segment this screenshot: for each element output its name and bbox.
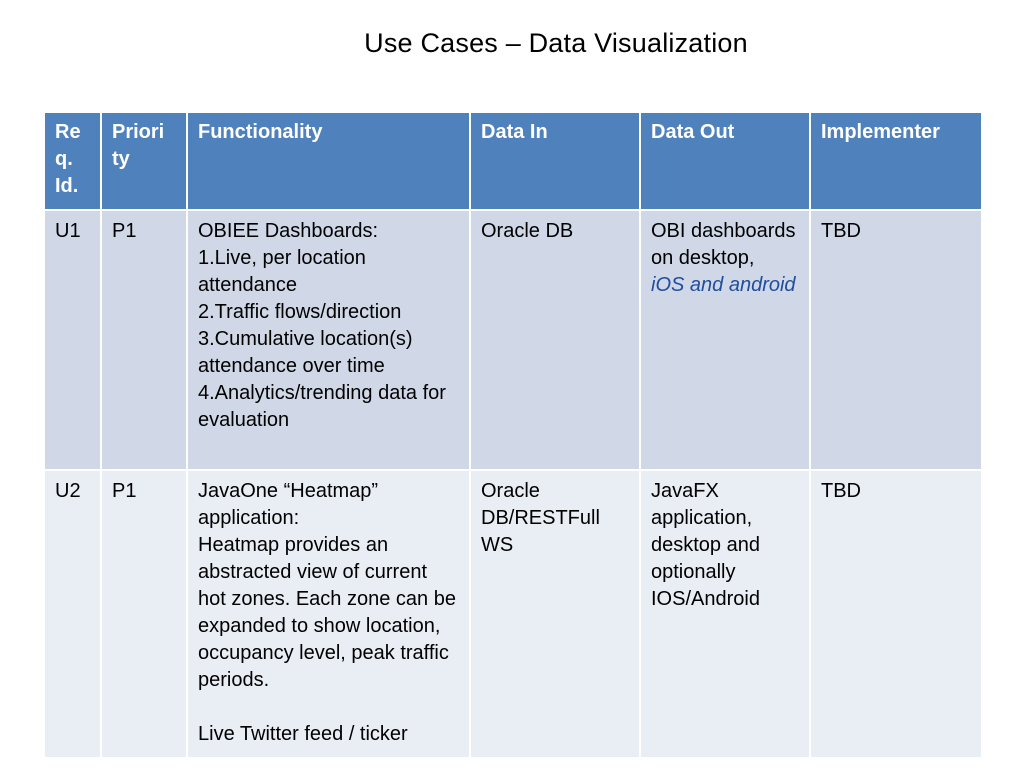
table-row: U1 P1 OBIEE Dashboards: 1.Live, per loca… [43, 209, 983, 471]
header-req-id-line: Re [55, 121, 81, 143]
cell-implementer: TBD [809, 209, 983, 471]
header-priority-line: ty [112, 148, 130, 170]
table-row: U2 P1 JavaOne “Heatmap” application: Hea… [43, 469, 983, 759]
cell-priority: P1 [100, 469, 188, 759]
header-data-in: Data In [469, 111, 641, 211]
use-cases-table: Re q. Id. Priori ty Functionality Data I… [43, 111, 983, 759]
data-out-highlight: iOS and android [651, 274, 796, 296]
functionality-spacer [198, 694, 459, 721]
header-data-out: Data Out [639, 111, 811, 211]
functionality-line: 2.Traffic flows/direction [198, 301, 402, 323]
functionality-line: 4.Analytics/trending data for evaluation [198, 382, 446, 431]
header-implementer: Implementer [809, 111, 983, 211]
functionality-line: Live Twitter feed / ticker [198, 723, 408, 745]
cell-data-out: JavaFX application, desktop and optional… [639, 469, 811, 759]
header-priority: Priori ty [100, 111, 188, 211]
cell-req-id: U2 [43, 469, 102, 759]
table-header-row: Re q. Id. Priori ty Functionality Data I… [43, 111, 983, 211]
slide-title: Use Cases – Data Visualization [364, 28, 748, 58]
functionality-line: OBIEE Dashboards: [198, 220, 379, 242]
functionality-line: 3.Cumulative location(s) attendance over… [198, 328, 413, 377]
cell-data-in: Oracle DB [469, 209, 641, 471]
cell-req-id: U1 [43, 209, 102, 471]
functionality-line: JavaOne “Heatmap” application: [198, 480, 379, 529]
cell-functionality: JavaOne “Heatmap” application: Heatmap p… [186, 469, 471, 759]
cell-implementer: TBD [809, 469, 983, 759]
cell-data-in: Oracle DB/RESTFull WS [469, 469, 641, 759]
header-req-id-line: Id. [55, 175, 79, 197]
cell-data-out: OBI dashboards on desktop, iOS and andro… [639, 209, 811, 471]
data-out-text: OBI dashboards on desktop, [651, 220, 796, 269]
header-req-id-line: q. [55, 148, 73, 170]
header-req-id: Re q. Id. [43, 111, 102, 211]
cell-priority: P1 [100, 209, 188, 471]
header-functionality: Functionality [186, 111, 471, 211]
header-priority-line: Priori [112, 121, 165, 143]
functionality-line: 1.Live, per location attendance [198, 247, 366, 296]
cell-functionality: OBIEE Dashboards: 1.Live, per location a… [186, 209, 471, 471]
functionality-line: Heatmap provides an abstracted view of c… [198, 534, 456, 691]
